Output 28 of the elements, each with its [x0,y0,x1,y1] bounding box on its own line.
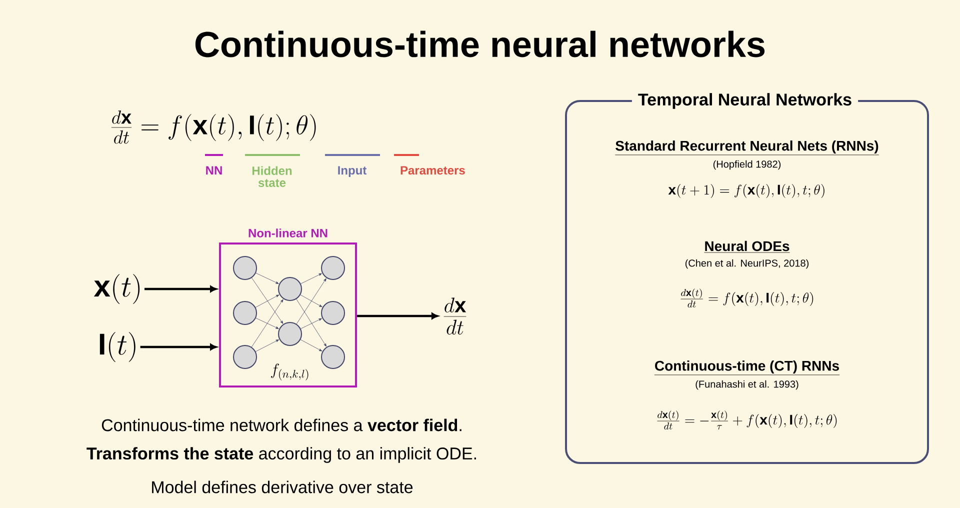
caption-line: Model defines derivative over state [152,480,413,494]
term-label: Input [338,166,367,177]
citation: (Hopfield 1982) [713,160,781,170]
network-box [219,242,357,388]
equation: $\frac{d\mathbf{x}(t)}{dt} = f(\mathbf{x}(t), \mathbf{I}(t), t; \theta)$ [680,288,814,308]
caption-line: Continuous-time network defines a vector field. [102,418,462,432]
caption-line: Transforms the state according to an implicit ODE. [86,447,476,463]
term-label: Hidden state [252,166,292,187]
term-label: NN [206,166,222,174]
term-label: Parameters [400,166,465,175]
equation: $\frac{d\mathbf{x}(t)}{dt} = -\frac{\mathbf{x}(t)}{\tau} + f(\mathbf{x}(t), \mathbf{I}(t), t; \theta)$ [657,410,837,430]
section-heading: Neural ODEs [704,240,790,253]
section-heading: Continuous-time (CT) RNNs [654,360,840,376]
arrow [140,344,217,350]
citation: (Chen et al. NeurIPS, 2018) [685,259,809,269]
title: Continuous-time neural networks [195,30,765,58]
arrow [357,312,438,320]
input-symbol: $\mathbf{x}(t)$ [94,274,140,304]
citation: (Funahashi et al. 1993) [696,380,798,390]
panel-title: Temporal Neural Networks [632,90,858,112]
box-title: Non-linear NN [248,228,328,238]
equation: $\mathbf{x}(t+1) = f(\mathbf{x}(t), \mathbf{I}(t), t; \theta)$ [668,184,824,198]
arrow [144,286,217,292]
section-heading: Standard Recurrent Neural Nets (RNNs) [614,140,880,156]
function-label: $f_{(n,k,l)}$ [269,362,311,382]
input-symbol: $\mathbf{I}(t)$ [100,332,136,362]
output-symbol: $\frac{d\mathbf{x}}{dt}$ [444,298,466,335]
equation: $\frac{d\mathbf{x}}{dt} = f(\mathbf{x}(t), \mathbf{I}(t); \theta)$ [111,110,316,144]
